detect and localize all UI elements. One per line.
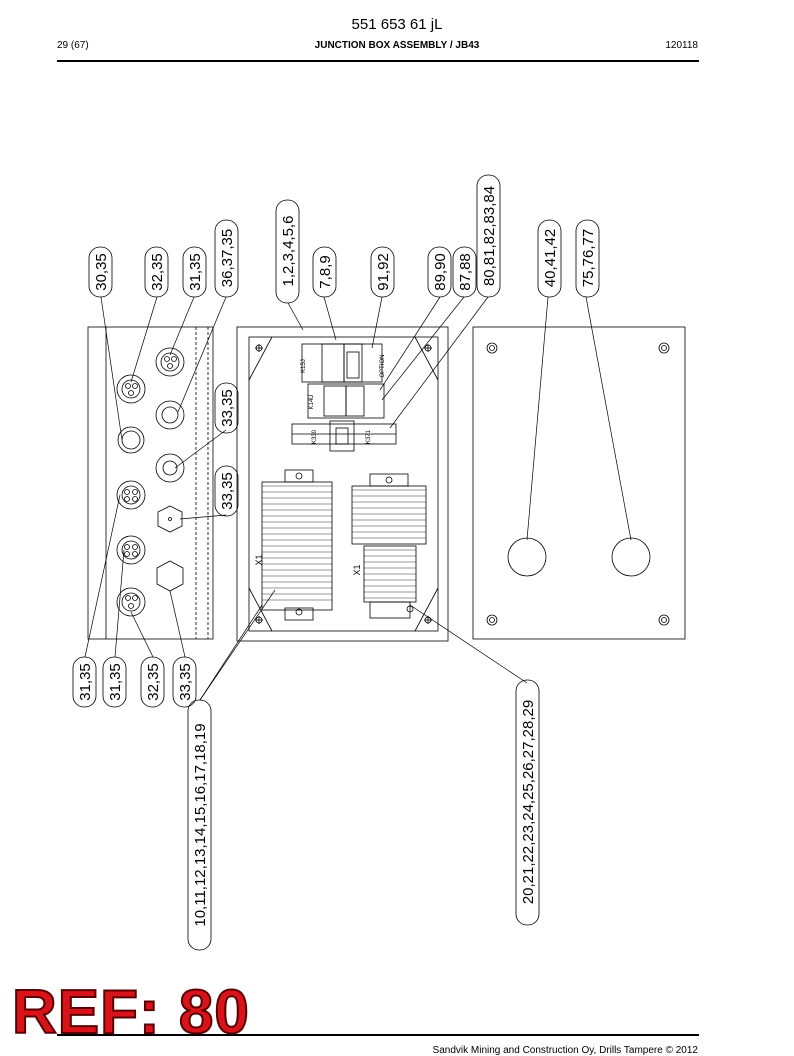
callout-80-84: 80,81,82,83,84 [481,186,498,286]
callout-32-35-top: 32,35 [149,253,166,291]
callout-1-6: 1,2,3,4,5,6 [280,216,297,287]
callout-33-35-mid-b: 33,35 [219,472,236,510]
callout-31-35-bottom-a: 31,35 [77,663,94,701]
ref-stamp: REF: 80 [11,978,250,1047]
relay-label-k371: K371 [366,429,372,444]
callout-33-35-mid-a: 33,35 [219,389,236,427]
callout-32-35-bottom: 32,35 [145,663,162,701]
blind-plug-33-b [157,505,183,533]
cable-gland-36 [155,347,185,377]
footer-rule [57,1034,699,1036]
side-panel [87,326,214,640]
revision-date: 120118 [665,40,698,51]
relay-label-k14u: K14U [309,394,315,409]
page-number: 29 (67) [57,40,89,51]
callout-31-35-top: 31,35 [187,253,204,291]
page-title: JUNCTION BOX ASSEMBLY / JB43 [314,40,480,51]
cable-gland-33-a [155,453,185,483]
callout-89-90: 89,90 [432,253,449,291]
cover-hole-right [611,537,651,577]
interior-panel [236,326,449,642]
cable-gland-31-a [116,480,146,510]
callout-75-76-77: 75,76,77 [580,229,597,287]
document-number: 551 653 61 jL [351,16,443,33]
callout-30-35: 30,35 [93,253,110,291]
cable-gland-31-b [116,535,146,565]
callout-20-29: 20,21,22,23,24,25,26,27,28,29 [520,700,537,904]
callout-36-37-35: 36,37,35 [219,229,236,287]
terminal-label-x1-left: X1 [254,554,264,565]
callout-40-41-42: 40,41,42 [542,229,559,287]
relay-label-k330: K330 [312,429,318,444]
cover-hole-left [507,537,547,577]
relay-label-k15j: K15J [301,359,307,373]
cable-gland-32-top [116,374,146,404]
callout-87-88: 87,88 [457,253,474,291]
relay-label-option: OPTION [380,354,386,377]
cable-gland-31-c [155,400,185,430]
leader-lines [84,296,632,701]
footer-copyright: Sandvik Mining and Construction Oy, Dril… [432,1045,698,1056]
callout-33-35-bottom: 33,35 [177,663,194,701]
header-rule [57,60,699,62]
terminal-label-x1-right: X1 [352,564,362,575]
callout-7-8-9: 7,8,9 [317,255,334,288]
callout-bubbles [72,174,600,951]
callout-10-19: 10,11,12,13,14,15,16,17,18,19 [192,723,209,926]
blind-plug-33-c [156,560,184,592]
cover-panel [472,326,686,640]
cable-gland-32-bottom [116,587,146,617]
callout-31-35-bottom-b: 31,35 [107,663,124,701]
callout-91-92: 91,92 [375,253,392,291]
